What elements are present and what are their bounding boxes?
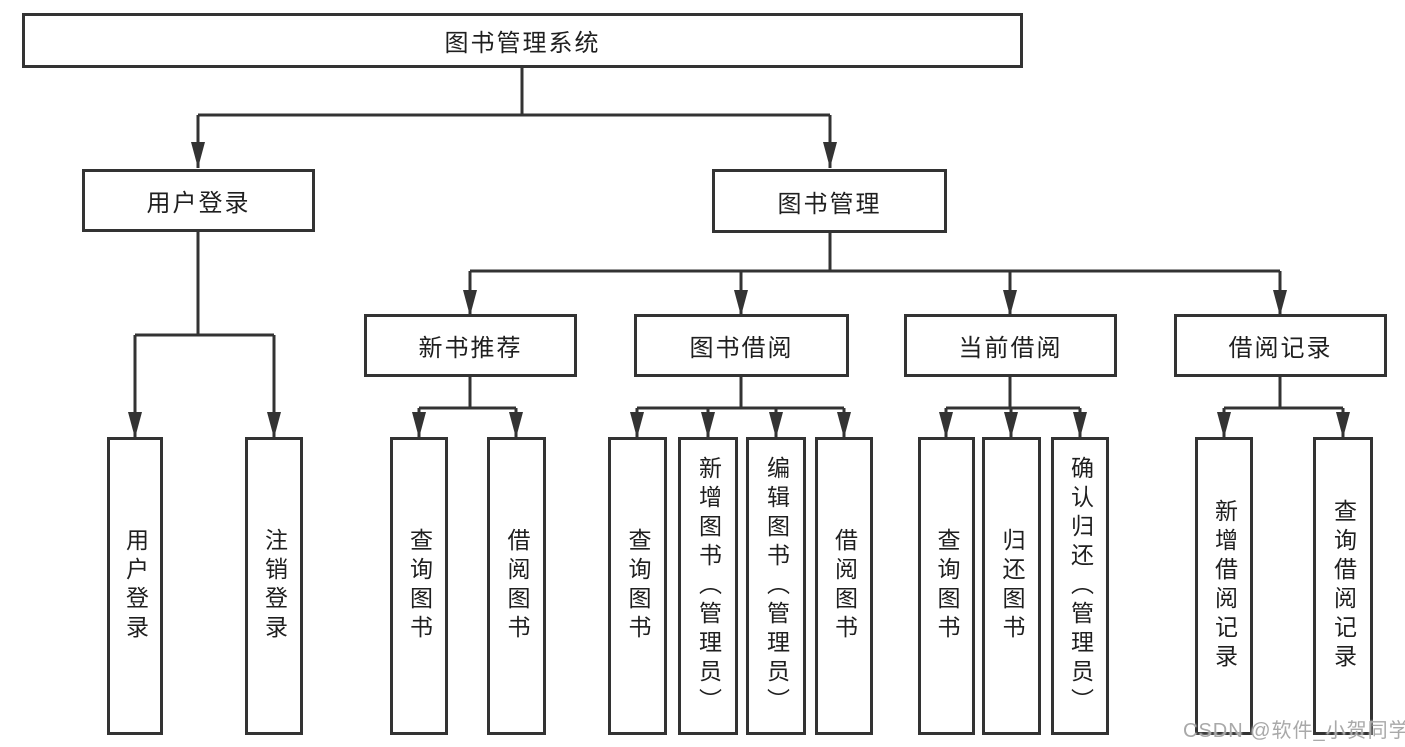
node-label: 借阅记录	[1228, 335, 1333, 362]
leaf-query-books-current: 查询图书	[918, 437, 975, 735]
leaf-add-book-admin: 新增图书（管理员）	[678, 437, 738, 735]
node-label: 查询借阅记录	[1330, 499, 1357, 673]
node-label: 新增图书（管理员）	[695, 455, 722, 717]
node-label: 新增借阅记录	[1211, 499, 1238, 673]
node-label: 借阅图书	[504, 528, 530, 644]
node-label: 用户登录	[146, 190, 251, 217]
node-user-login: 用户登录	[82, 169, 315, 232]
node-library-system: 图书管理系统	[22, 13, 1023, 68]
leaf-return-book: 归还图书	[982, 437, 1041, 735]
node-label: 查询图书	[406, 528, 433, 644]
node-label: 用户登录	[122, 528, 149, 644]
node-borrow-records: 借阅记录	[1174, 314, 1387, 377]
node-label: 编辑图书（管理员）	[763, 455, 790, 717]
leaf-add-borrow-record: 新增借阅记录	[1195, 437, 1253, 735]
leaf-query-books-recommend: 查询图书	[390, 437, 448, 735]
leaf-borrow-books-recommend: 借阅图书	[487, 437, 546, 735]
node-label: 新书推荐	[418, 335, 523, 362]
node-label: 查询图书	[625, 528, 651, 644]
node-label: 当前借阅	[958, 335, 1063, 362]
leaf-query-books-borrow: 查询图书	[608, 437, 667, 735]
leaf-confirm-return-admin: 确认归还（管理员）	[1051, 437, 1109, 735]
leaf-user-login: 用户登录	[107, 437, 163, 735]
leaf-logout: 注销登录	[245, 437, 303, 735]
leaf-query-borrow-record: 查询借阅记录	[1313, 437, 1373, 735]
leaf-borrow-books: 借阅图书	[815, 437, 873, 735]
node-label: 图书借阅	[689, 335, 794, 362]
node-book-management: 图书管理	[712, 169, 947, 233]
node-label: 归还图书	[999, 528, 1025, 644]
node-label: 查询图书	[934, 528, 960, 644]
node-current-borrow: 当前借阅	[904, 314, 1117, 377]
csdn-watermark: CSDN @软件_小贺同学	[1183, 720, 1405, 742]
node-label: 借阅图书	[831, 528, 858, 644]
node-book-borrow: 图书借阅	[634, 314, 849, 377]
arrowheads	[128, 142, 1350, 438]
node-label: 确认归还（管理员）	[1067, 455, 1094, 717]
node-label: 图书管理	[777, 190, 882, 218]
node-new-book-recommend: 新书推荐	[364, 314, 577, 377]
leaf-edit-book-admin: 编辑图书（管理员）	[746, 437, 806, 735]
node-label: 图书管理系统	[444, 30, 601, 57]
node-label: 注销登录	[261, 528, 288, 644]
